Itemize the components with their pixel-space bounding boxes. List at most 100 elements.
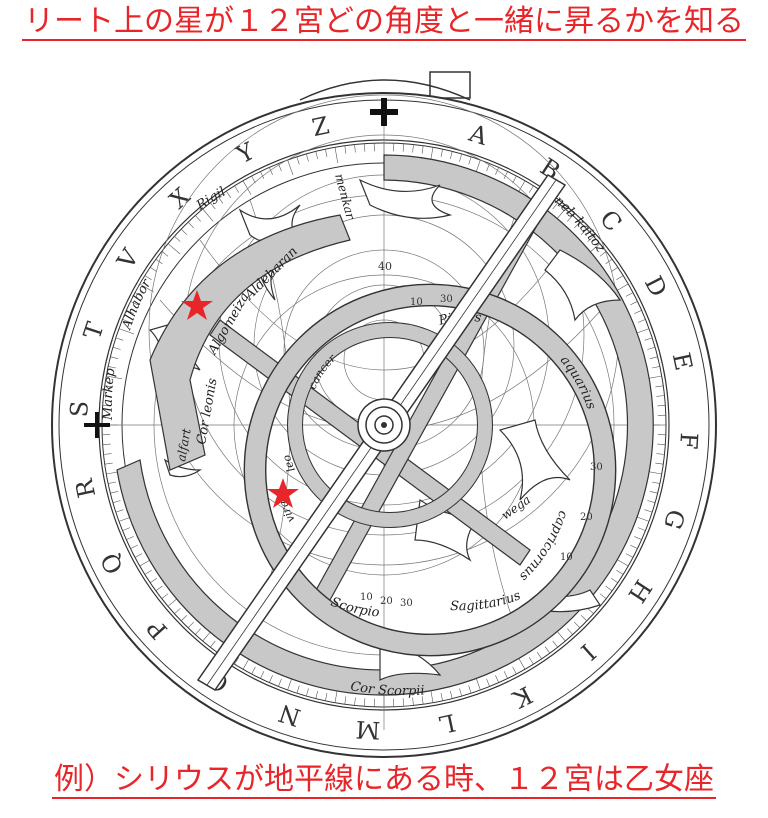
degree-tick — [296, 156, 300, 165]
hour-letter: E — [667, 350, 698, 373]
ecliptic-degree-numbers: 10 20 30 10 20 30 10 30 — [360, 294, 603, 609]
svg-text:30: 30 — [440, 294, 453, 305]
degree-tick — [468, 685, 472, 694]
degree-tick — [187, 221, 194, 229]
degree-tick — [234, 185, 240, 193]
degree-tick — [210, 202, 216, 210]
degree-tick — [552, 202, 558, 210]
degree-tick — [580, 615, 588, 622]
degree-tick — [656, 453, 665, 455]
degree-tick — [459, 688, 462, 697]
degree-tick — [325, 149, 328, 158]
degree-tick — [544, 646, 551, 654]
ecliptic-ring-fill — [245, 285, 615, 655]
degree-tick — [536, 652, 542, 659]
degree-tick — [104, 462, 113, 465]
degree-tick — [528, 657, 534, 665]
svg-text:30: 30 — [590, 462, 603, 473]
degree-tick — [599, 251, 607, 257]
degree-tick — [306, 688, 309, 697]
degree-tick — [656, 395, 665, 397]
degree-tick — [647, 500, 656, 503]
degree-tick — [644, 509, 653, 513]
degree-tick — [344, 696, 347, 705]
degree-tick — [115, 509, 124, 513]
degree-tick — [402, 143, 404, 152]
hour-letter: L — [437, 708, 458, 739]
degree-tick — [122, 527, 131, 531]
degree-tick — [226, 191, 232, 198]
svg-text:30: 30 — [400, 598, 413, 609]
degree-tick — [651, 366, 660, 369]
degree-tick — [495, 167, 499, 175]
degree-tick — [657, 405, 666, 407]
star-cor-scorpii: Cor Scorpii — [349, 679, 425, 699]
degree-tick — [402, 698, 404, 707]
degree-tick — [144, 569, 152, 575]
star-markep: Markep — [101, 367, 119, 421]
degree-tick — [651, 481, 660, 484]
degree-tick — [552, 640, 558, 648]
degree-tick — [126, 536, 134, 540]
svg-text:20: 20 — [380, 596, 393, 607]
degree-tick — [108, 366, 117, 369]
degree-tick — [587, 236, 594, 242]
degree-tick — [649, 356, 658, 359]
degree-tick — [150, 267, 157, 273]
degree-tick — [412, 697, 414, 706]
degree-tick — [625, 292, 634, 297]
degree-tick — [110, 491, 119, 494]
degree-tick — [364, 698, 366, 707]
throne — [299, 71, 471, 101]
degree-tick — [130, 544, 138, 549]
degree-tick — [161, 251, 169, 257]
degree-tick — [144, 275, 152, 281]
degree-tick — [616, 569, 624, 575]
altitude-40: 40 — [378, 260, 392, 273]
degree-tick — [421, 145, 424, 154]
degree-tick — [412, 144, 414, 153]
degree-tick — [103, 395, 112, 397]
degree-tick — [655, 385, 664, 388]
degree-tick — [637, 527, 646, 531]
degree-tick — [334, 147, 339, 164]
rete-outer-band — [116, 154, 654, 696]
degree-tick — [528, 185, 534, 193]
degree-tick — [567, 628, 573, 635]
degree-tick — [306, 153, 309, 162]
sirius-star-marker — [181, 290, 213, 320]
degree-tick — [574, 221, 581, 229]
hour-letter: S — [65, 400, 94, 418]
degree-tick — [195, 628, 201, 635]
rete-star-arm — [149, 214, 351, 471]
degree-tick — [616, 275, 624, 281]
svg-text:10: 10 — [560, 552, 573, 563]
degree-tick — [112, 347, 121, 350]
inner-zodiac-ring-fill — [288, 323, 492, 527]
star-alfart: alfart — [174, 427, 194, 462]
bottom-caption: 例）シリウスが地平線にある時、１２宮は乙女座 — [0, 762, 768, 799]
degree-tick — [354, 144, 356, 153]
degree-tick — [251, 666, 256, 675]
degree-tick — [104, 385, 113, 388]
svg-text:10: 10 — [360, 592, 373, 603]
degree-tick — [210, 640, 216, 648]
degree-tick — [634, 536, 642, 540]
degree-tick — [630, 544, 638, 549]
degree-tick — [567, 215, 573, 222]
virgo-star-marker — [267, 478, 299, 508]
degree-tick — [108, 481, 117, 484]
degree-tick — [122, 319, 131, 323]
degree-tick — [155, 585, 163, 592]
degree-tick — [134, 553, 143, 558]
degree-tick — [110, 356, 119, 359]
degree-tick — [134, 292, 143, 297]
degree-tick — [234, 657, 240, 665]
ecliptic-ring-outer-line — [243, 283, 617, 657]
degree-tick — [115, 337, 124, 341]
degree-tick — [344, 145, 347, 154]
degree-tick — [486, 678, 490, 687]
degree-tick — [287, 159, 294, 176]
degree-tick — [440, 149, 443, 158]
degree-tick — [195, 215, 201, 222]
